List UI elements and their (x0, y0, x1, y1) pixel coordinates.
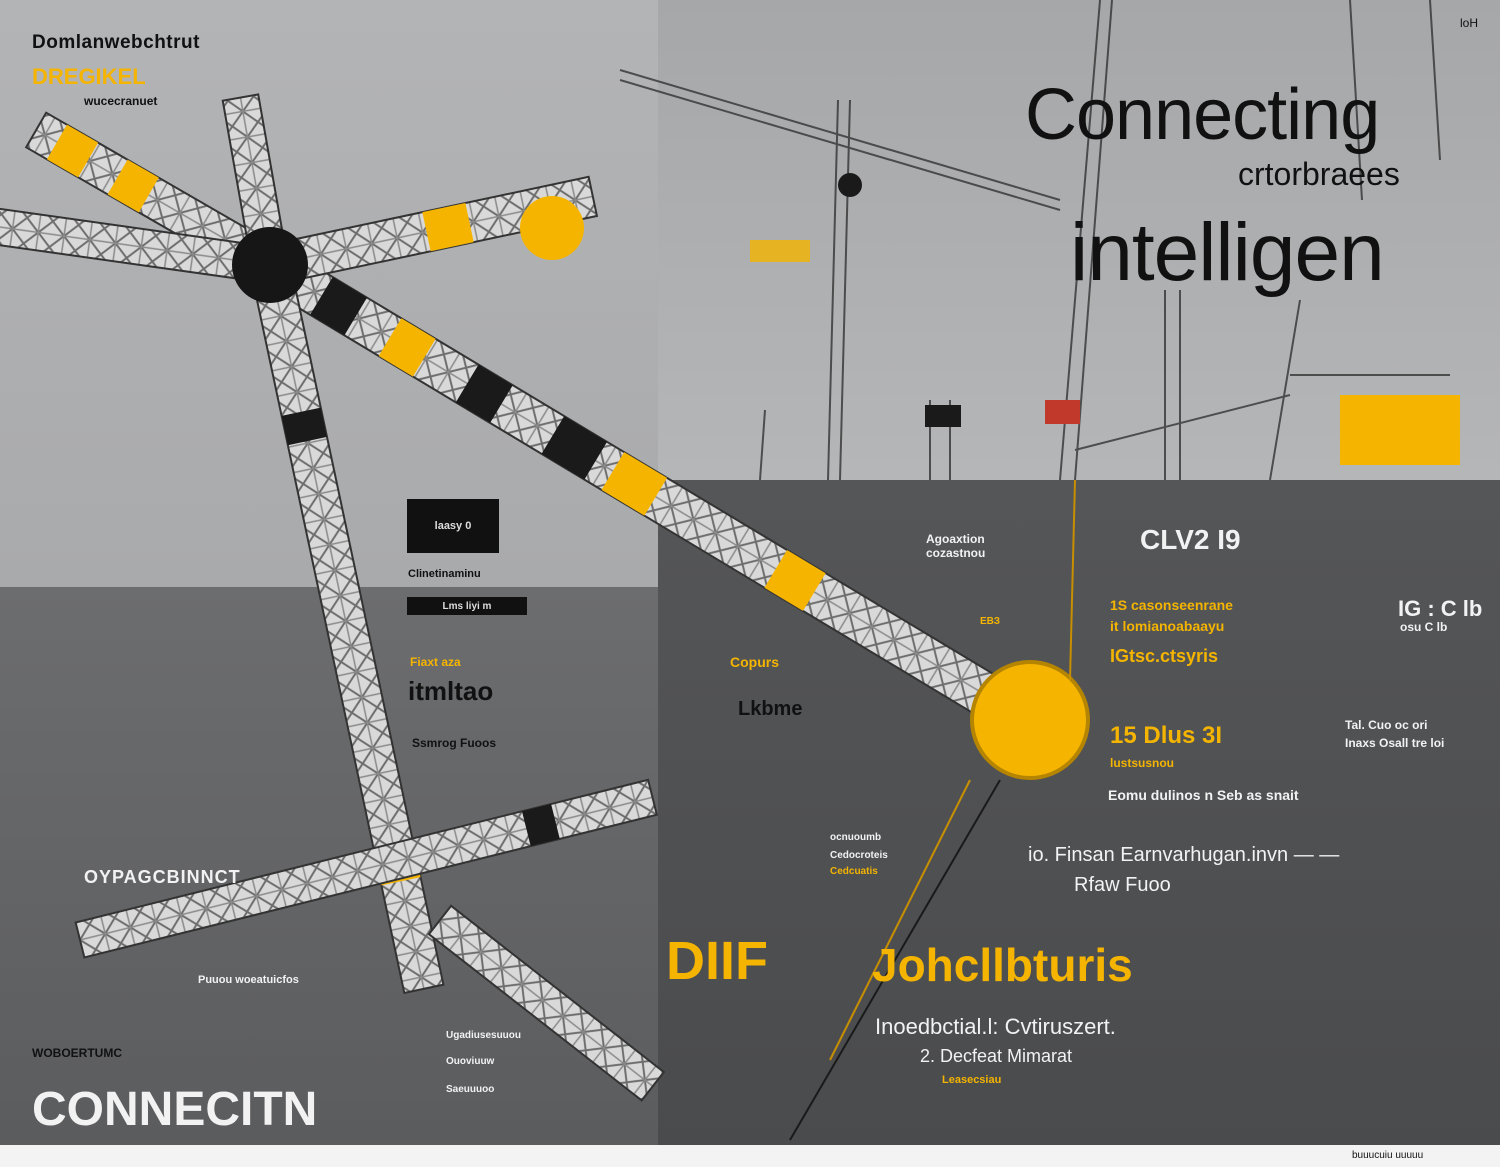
big-yellow-left: DIIF (666, 931, 768, 991)
list-item-2: Rfaw Fuoo (1074, 874, 1171, 896)
tag-b: Ouoviuuw (446, 1056, 495, 1067)
center-box-2: Lms liyi m (407, 597, 527, 615)
list-line-3: IGtsc.ctsyris (1110, 646, 1219, 666)
headline-connecting: Connecting (1025, 75, 1380, 155)
small-yellow-tag: ЕВЗ (980, 616, 1001, 627)
center-item-big: itmltao (408, 676, 494, 706)
tiny-text-c: Cedcuatis (830, 866, 878, 877)
corner-number: IG : C lb (1398, 596, 1483, 621)
big-yellow-right: Johcllbturis (872, 939, 1133, 991)
headline-subline: crtorbraees (1238, 156, 1400, 192)
small-text-1: Puuou woeatuicfos (198, 974, 299, 986)
tag-a: Ugadiusesuuou (446, 1030, 522, 1041)
footer-line-3: Leasecsiau (942, 1074, 1002, 1086)
list-line-2: it lomianoabaayu (1110, 618, 1225, 634)
top-left-title: Domlanwebchtrut (32, 32, 200, 53)
label-copurs: Copurs (730, 654, 779, 670)
corner-number-2: osu C lb (1400, 620, 1448, 634)
tag-agoaxtion: Agoaxtion (926, 532, 985, 546)
headline-intelligen: intelligen (1070, 207, 1385, 298)
stat-row: Eomu dulinos n Seb as snait (1108, 787, 1299, 803)
list-line-1: 1S casonseenrane (1110, 597, 1233, 613)
code-label: CLV2 I9 (1140, 524, 1241, 555)
top-left-yellow-label: DREGIKEL (32, 64, 146, 89)
corner-mark: loH (1460, 16, 1479, 30)
center-item-yellow: Fiaxt aza (410, 655, 461, 669)
bottom-credit: buuucuiu uuuuu (1352, 1150, 1424, 1161)
center-caption: Clinetinaminu (408, 568, 481, 580)
bottom-strip (0, 1145, 1500, 1167)
stat-big: 15 Dlus 3I (1110, 722, 1223, 749)
small-text-2: WOBOERTUMC (32, 1046, 122, 1060)
footer-line-2: 2. Decfeat Mimarat (920, 1046, 1073, 1066)
label-oypagcbinnct: OYPAGCBINNCT (84, 867, 241, 887)
center-item-sub: Ssmrog Fuoos (412, 736, 497, 750)
center-box-1: laasy 0 (407, 499, 499, 553)
list-item-1: io. Finsan Earnvarhugan.invn — — (1028, 844, 1340, 866)
tag-cozastnou: cozastnou (926, 546, 986, 560)
table-row-1: Tal. Cuo oc ori (1345, 718, 1428, 732)
footer-line-1: Inoedbctial.l: Cvtiruszert. (875, 1014, 1116, 1039)
stat-sub: lustsusnou (1110, 756, 1175, 770)
big-white-connecitn: CONNECITN (32, 1083, 318, 1136)
label-lkbme: Lkbme (738, 698, 803, 720)
tiny-text-a: ocnuoumb (830, 832, 882, 843)
table-row-2: Inaxs Osall tre loi (1345, 736, 1445, 750)
tiny-text-b: Cedocroteis (830, 850, 888, 861)
top-left-subtitle: wucecranuet (84, 94, 158, 108)
tag-c: Saeuuuoo (446, 1084, 495, 1095)
